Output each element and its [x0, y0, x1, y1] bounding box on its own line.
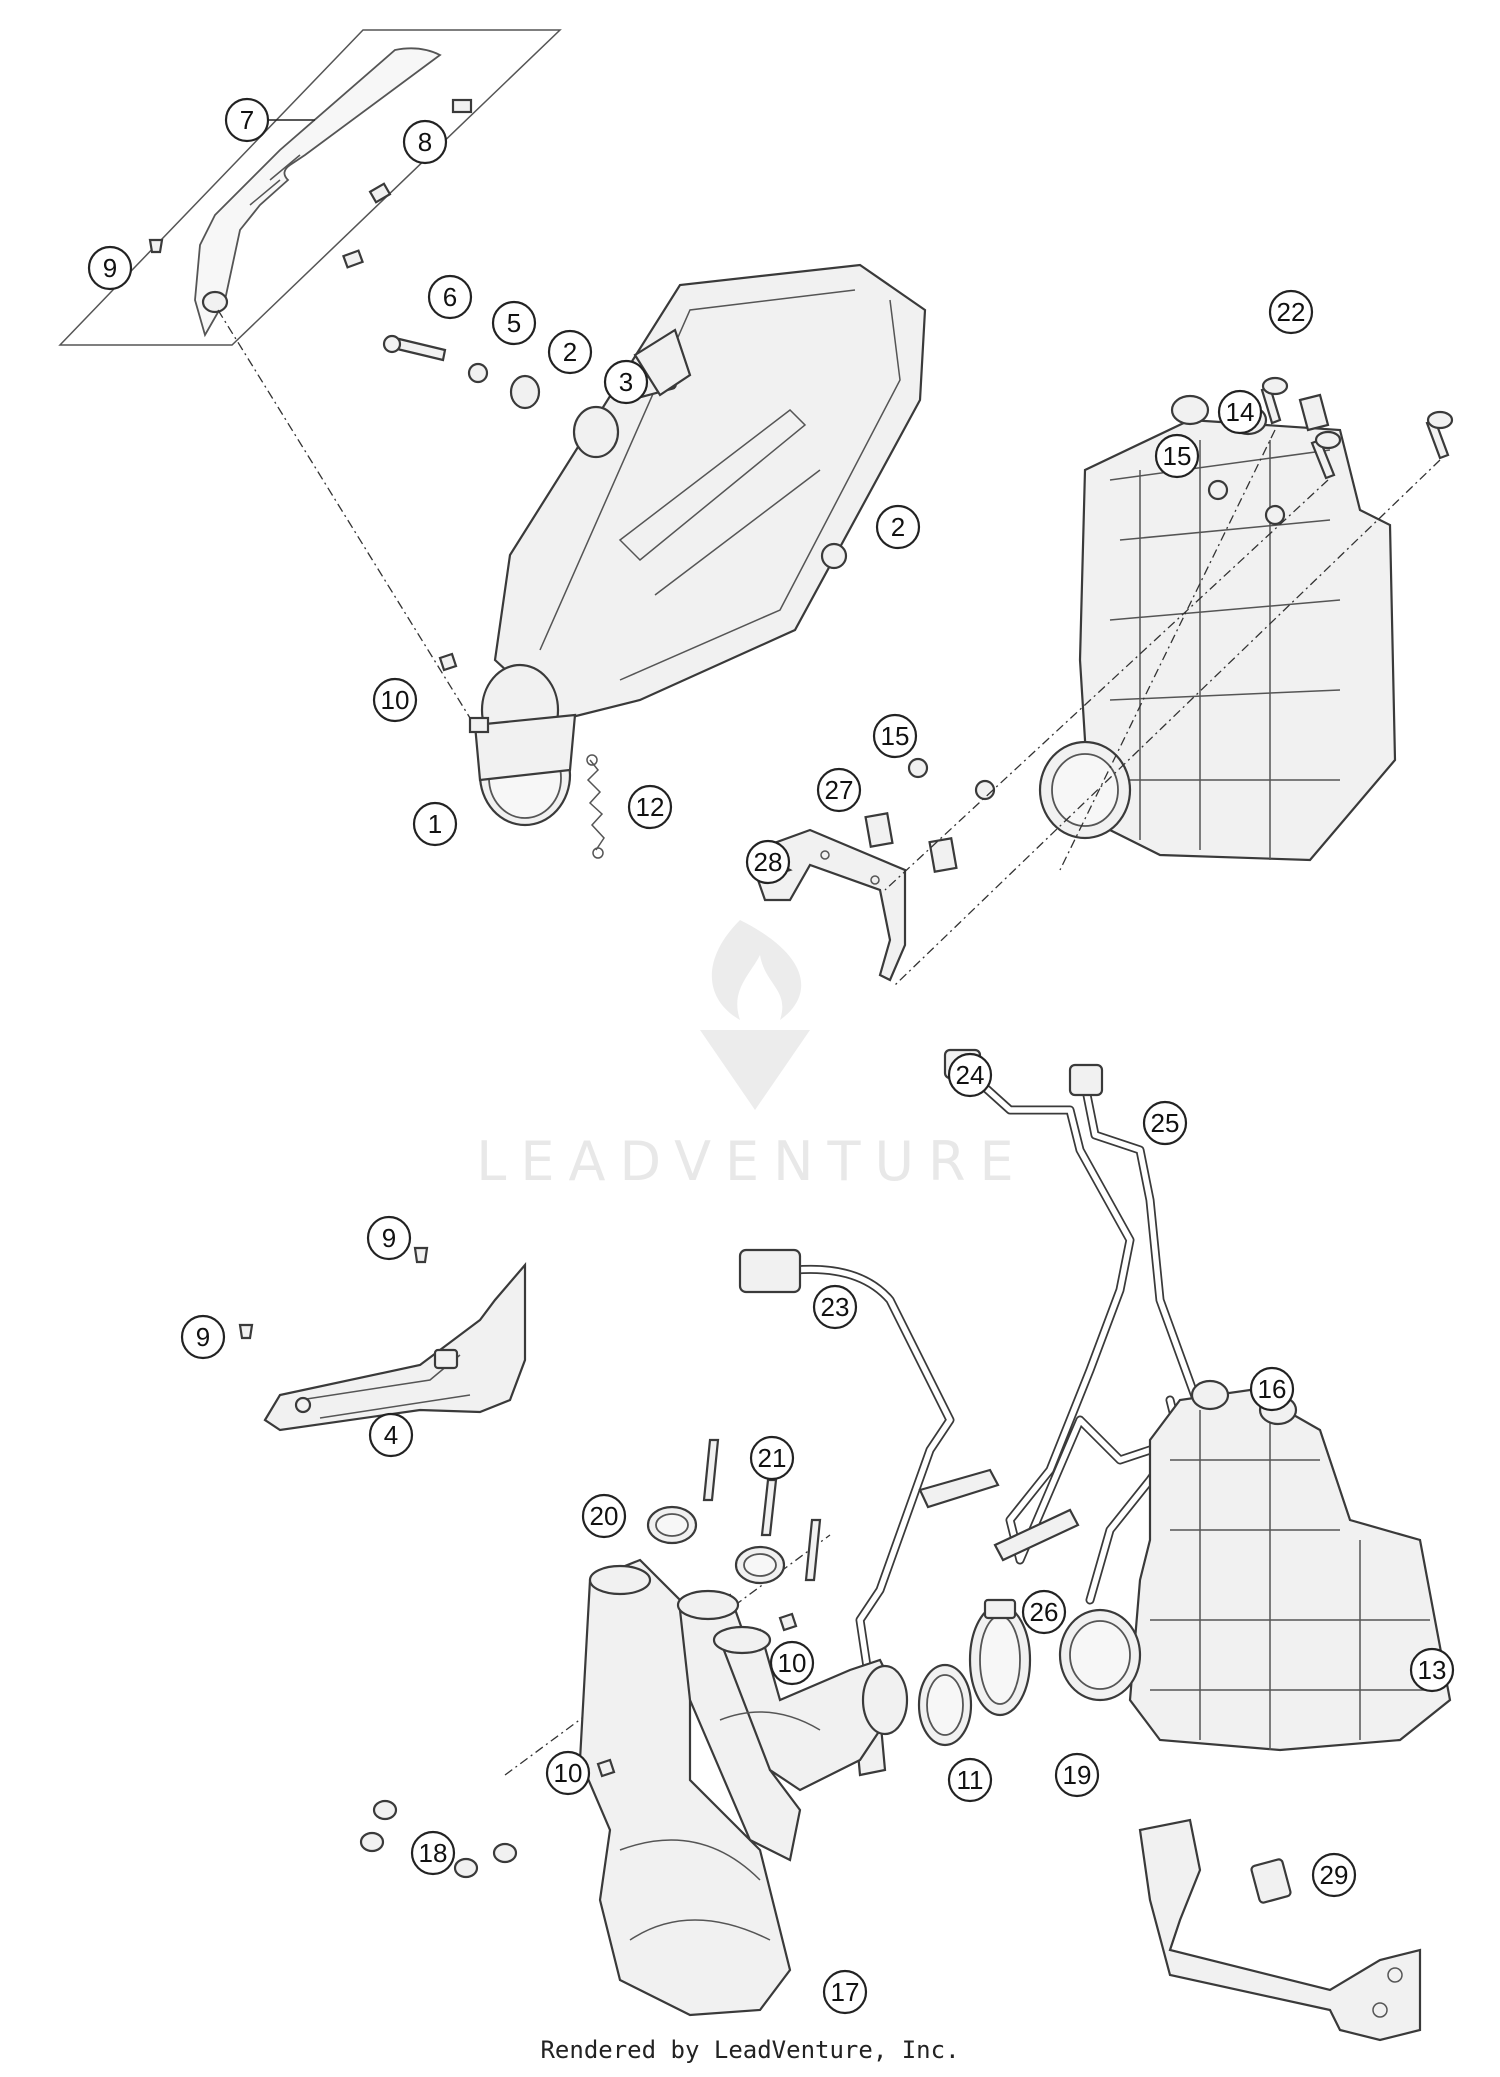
svg-text:25: 25: [1151, 1108, 1180, 1138]
callout-7: 7: [224, 97, 270, 143]
callout-10-top: 10: [372, 677, 418, 723]
svg-text:28: 28: [754, 847, 783, 877]
mount-hardware: [382, 334, 848, 570]
muffler: [468, 263, 927, 827]
svg-text:9: 9: [103, 253, 117, 283]
gaskets-and-studs: [646, 1438, 973, 1747]
svg-text:1: 1: [428, 809, 442, 839]
callout-11: 11: [947, 1757, 993, 1803]
catalyst-box-lower: [1058, 1379, 1452, 1752]
svg-text:22: 22: [1277, 297, 1306, 327]
callout-27: 27: [816, 767, 862, 813]
callout-24: 24: [947, 1052, 993, 1098]
svg-text:18: 18: [419, 1838, 448, 1868]
svg-text:8: 8: [418, 127, 432, 157]
svg-text:10: 10: [554, 1758, 583, 1788]
svg-text:27: 27: [825, 775, 854, 805]
callout-14: 14: [1217, 389, 1263, 435]
svg-text:7: 7: [240, 105, 254, 135]
callout-5: 5: [491, 300, 537, 346]
callout-15-top: 15: [1154, 433, 1200, 479]
callout-10-mid: 10: [769, 1640, 815, 1686]
sensor-cables: [738, 1048, 1205, 1777]
exhaust-clamp: [968, 1598, 1032, 1717]
svg-text:3: 3: [619, 367, 633, 397]
svg-text:14: 14: [1226, 397, 1255, 427]
callout-4: 4: [368, 1412, 414, 1458]
svg-text:23: 23: [821, 1292, 850, 1322]
mount-bracket: [752, 812, 958, 982]
callout-8: 8: [402, 119, 448, 165]
heat-shield-lower: [238, 1246, 527, 1432]
callout-labels: 7 8 9 6 5 2 3 2 22 14 15 10 1 12 15 27 2…: [87, 97, 1455, 2015]
svg-text:10: 10: [381, 685, 410, 715]
callout-9-lower: 9: [180, 1314, 226, 1360]
svg-text:12: 12: [636, 792, 665, 822]
callout-9-upper: 9: [366, 1215, 412, 1261]
svg-text:10: 10: [778, 1648, 807, 1678]
svg-text:17: 17: [831, 1977, 860, 2007]
svg-text:26: 26: [1030, 1597, 1059, 1627]
svg-text:15: 15: [881, 721, 910, 751]
leadventure-watermark: LEADVENTURE: [476, 920, 1027, 1193]
footer-credit: Rendered by LeadVenture, Inc.: [540, 2036, 960, 2064]
svg-text:6: 6: [443, 282, 457, 312]
svg-text:9: 9: [382, 1223, 396, 1253]
callout-6: 6: [427, 274, 473, 320]
watermark-text: LEADVENTURE: [476, 1130, 1027, 1193]
callout-17: 17: [822, 1969, 868, 2015]
svg-text:4: 4: [384, 1420, 398, 1450]
spring: [586, 754, 605, 859]
callout-23: 23: [812, 1284, 858, 1330]
callout-12: 12: [627, 784, 673, 830]
callout-21: 21: [749, 1435, 795, 1481]
callout-26: 26: [1021, 1589, 1067, 1635]
svg-text:16: 16: [1258, 1374, 1287, 1404]
svg-text:2: 2: [891, 512, 905, 542]
callout-3: 3: [603, 359, 649, 405]
callout-29: 29: [1311, 1852, 1357, 1898]
nuts-and-bolts: [359, 652, 798, 1879]
callout-13: 13: [1409, 1647, 1455, 1693]
svg-text:2: 2: [563, 337, 577, 367]
callout-22: 22: [1268, 289, 1314, 335]
callout-19: 19: [1054, 1752, 1100, 1798]
svg-text:19: 19: [1063, 1760, 1092, 1790]
callout-20: 20: [581, 1493, 627, 1539]
callout-16: 16: [1249, 1366, 1295, 1412]
catalyst-box-upper: [1038, 394, 1397, 862]
svg-text:21: 21: [758, 1443, 787, 1473]
lower-bracket: [1138, 1818, 1422, 2042]
svg-text:15: 15: [1163, 441, 1192, 471]
svg-text:13: 13: [1418, 1655, 1447, 1685]
svg-text:29: 29: [1320, 1860, 1349, 1890]
svg-text:11: 11: [957, 1765, 984, 1795]
box-mount-bolts: [907, 376, 1454, 801]
callout-2-right: 2: [875, 504, 921, 550]
callout-25: 25: [1142, 1100, 1188, 1146]
callout-28: 28: [745, 839, 791, 885]
svg-text:24: 24: [956, 1060, 985, 1090]
callout-10-lower: 10: [545, 1750, 591, 1796]
callout-15-mid: 15: [872, 713, 918, 759]
svg-text:9: 9: [196, 1322, 210, 1352]
callout-9-top: 9: [87, 245, 133, 291]
svg-text:5: 5: [507, 308, 521, 338]
callout-18: 18: [410, 1830, 456, 1876]
heat-shield-inset: [58, 29, 562, 346]
callout-2-top: 2: [547, 329, 593, 375]
callout-1: 1: [412, 801, 458, 847]
header-pipes: [578, 1558, 909, 2017]
svg-text:20: 20: [590, 1501, 619, 1531]
